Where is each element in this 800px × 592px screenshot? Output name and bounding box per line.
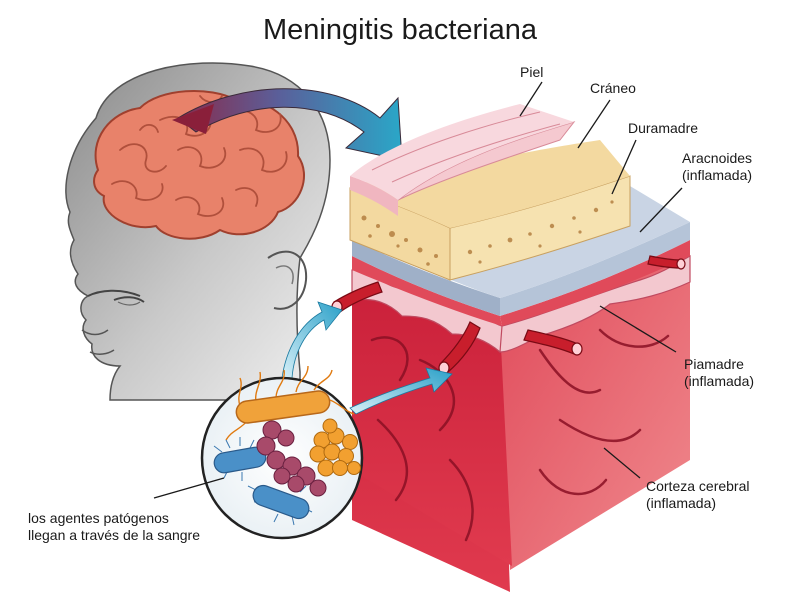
bacteria-icon xyxy=(200,365,364,540)
label-patogenos-line1: los agentes patógenos xyxy=(28,510,169,526)
label-aracnoides-line1: Aracnoides xyxy=(682,150,753,166)
label-piamadre: Piamadre (inflamada) xyxy=(684,356,754,390)
blood-vessel-icon xyxy=(331,255,686,375)
brain-icon xyxy=(93,90,305,240)
leader-lines xyxy=(153,81,683,499)
arrow-icon xyxy=(281,301,453,415)
label-aracnoides: Aracnoides (inflamada) xyxy=(682,150,752,184)
label-craneo: Cráneo xyxy=(590,80,636,96)
label-corteza: Corteza cerebral (inflamada) xyxy=(646,478,750,512)
label-corteza-line2: (inflamada) xyxy=(646,495,717,511)
label-patogenos: los agentes patógenos llegan a través de… xyxy=(28,510,200,544)
label-corteza-line1: Corteza cerebral xyxy=(646,478,750,494)
label-aracnoides-line2: (inflamada) xyxy=(682,167,753,183)
label-duramadre: Duramadre xyxy=(628,120,699,136)
label-piamadre-line2: (inflamada) xyxy=(684,373,755,389)
arrow-icon xyxy=(172,88,403,161)
tissue-block xyxy=(349,104,691,592)
label-piel: Piel xyxy=(520,64,544,80)
label-patogenos-line2: llegan a través de la sangre xyxy=(28,527,200,543)
diagram-title: Meningitis bacteriana xyxy=(262,14,538,46)
label-piamadre-line1: Piamadre xyxy=(684,356,744,372)
